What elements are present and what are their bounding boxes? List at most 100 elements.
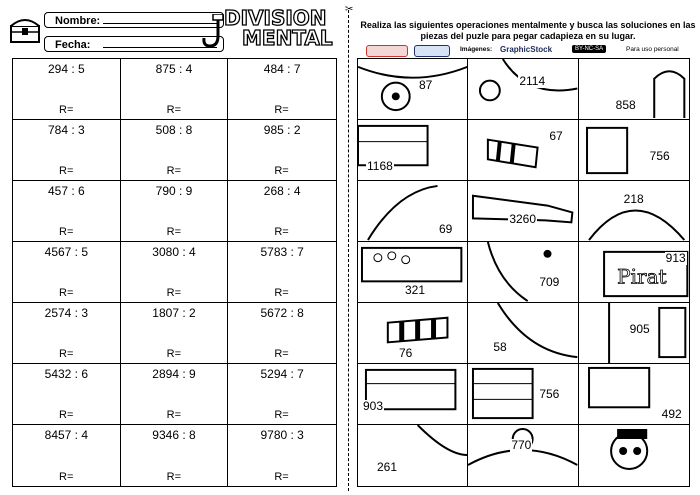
piece-value: 2114 <box>518 74 547 88</box>
puzzle-piece[interactable]: 1168 <box>358 120 469 181</box>
piece-value: 492 <box>660 407 683 421</box>
result-label[interactable]: R= <box>166 226 182 238</box>
worksheet-header: Nombre: Fecha: <box>4 6 342 56</box>
bottle-icon <box>472 194 574 224</box>
result-label[interactable]: R= <box>166 348 182 360</box>
operation-expression: 9780 : 3 <box>260 428 304 442</box>
operation-expression: 2574 : 3 <box>44 306 89 320</box>
striped-sleeve-icon <box>487 138 539 169</box>
result-label[interactable]: R= <box>59 104 74 116</box>
pirate-flag-icon: Pirat <box>602 250 688 298</box>
result-label[interactable]: R= <box>274 226 289 238</box>
result-label[interactable]: R= <box>59 226 74 238</box>
svg-text:Pirat: Pirat <box>617 265 667 288</box>
date-field[interactable]: Fecha: <box>44 36 224 52</box>
cut-line <box>348 10 349 491</box>
operation-expression: 294 : 5 <box>47 62 85 76</box>
operation-expression: 985 : 2 <box>263 123 301 137</box>
puzzle-piece[interactable]: Pirat 913 <box>578 242 689 303</box>
puzzle-piece[interactable]: 2114 <box>468 59 579 120</box>
result-label[interactable]: R= <box>59 165 74 177</box>
result-label[interactable]: R= <box>166 471 182 483</box>
puzzle-piece[interactable]: 770 <box>468 425 579 486</box>
name-field[interactable]: Nombre: <box>44 12 224 28</box>
flag-pole-icon <box>607 303 686 363</box>
piece-value: 905 <box>628 322 651 336</box>
result-label[interactable]: R= <box>59 348 74 360</box>
operation-cell: 4567 : 5 R= <box>13 242 121 303</box>
barrel-icon <box>587 209 685 241</box>
date-label: Fecha: <box>55 39 91 51</box>
puzzle-piece[interactable]: 69 <box>358 181 469 242</box>
chest-side-icon <box>585 126 628 175</box>
result-label[interactable]: R= <box>274 409 289 421</box>
puzzle-piece[interactable]: 709 <box>468 242 579 303</box>
pirate-body-icon <box>487 242 552 302</box>
chest-front-icon <box>364 368 457 411</box>
puzzle-piece[interactable]: 492 <box>578 364 689 425</box>
piece-value: 218 <box>622 192 645 206</box>
operation-expression: 508 : 8 <box>155 123 193 137</box>
operation-expression: 484 : 7 <box>263 62 301 76</box>
puzzle-piece[interactable]: 903 <box>358 364 469 425</box>
puzzle-piece[interactable]: 3260 <box>468 181 579 242</box>
result-label[interactable]: R= <box>59 287 74 299</box>
puzzle-piece[interactable]: 58 <box>468 303 579 364</box>
sand-curve-icon <box>416 425 468 456</box>
operation-cell: 784 : 3 R= <box>13 120 121 181</box>
operation-cell: 875 : 4 R= <box>120 59 229 120</box>
puzzle-piece[interactable] <box>579 425 689 486</box>
result-label[interactable]: R= <box>166 409 182 421</box>
operation-cell: 3080 : 4 R= <box>120 242 229 303</box>
operation-cell: 294 : 5 R= <box>13 59 121 120</box>
puzzle-piece[interactable]: 67 <box>468 120 579 181</box>
operation-expression: 790 : 9 <box>155 184 193 198</box>
operation-expression: 784 : 3 <box>47 123 85 137</box>
puzzle-piece[interactable]: 87 <box>358 59 469 120</box>
images-label: Imágenes: <box>460 46 493 53</box>
operation-expression: 8457 : 4 <box>44 428 89 442</box>
piece-value: 858 <box>614 98 637 112</box>
sail-icon <box>497 303 578 359</box>
operation-expression: 5432 : 6 <box>44 367 89 381</box>
puzzle-piece[interactable]: 756 <box>468 364 579 425</box>
planks-icon <box>472 367 534 420</box>
result-label[interactable]: R= <box>274 165 289 177</box>
result-label[interactable]: R= <box>274 348 289 360</box>
operation-cell: 985 : 2 R= <box>228 120 336 181</box>
operation-expression: 875 : 4 <box>155 62 193 76</box>
piece-value: 67 <box>548 129 564 143</box>
result-label[interactable]: R= <box>166 165 182 177</box>
operation-expression: 4567 : 5 <box>44 245 89 259</box>
sail-curve-icon <box>367 184 438 241</box>
operation-expression: 9346 : 8 <box>152 428 196 442</box>
operation-expression: 3080 : 4 <box>152 245 196 259</box>
piece-value: 756 <box>648 149 671 163</box>
result-label[interactable]: R= <box>59 409 74 421</box>
puzzle-piece[interactable]: 905 <box>578 303 689 364</box>
result-label[interactable]: R= <box>166 287 182 299</box>
instructions-text: Realiza las siguientes operaciones menta… <box>360 20 696 41</box>
result-label[interactable]: R= <box>59 471 74 483</box>
operation-cell: 484 : 7 R= <box>228 59 336 120</box>
scissors-icon: ✂ <box>345 4 354 15</box>
puzzle-grid: 87 2114 858 1168 67 756 69 3260 218 321 … <box>357 58 690 487</box>
puzzle-piece[interactable]: 858 <box>578 59 689 120</box>
credits-bar: Imágenes: GraphicStock BY-NC-SA Para uso… <box>358 44 698 58</box>
result-label[interactable]: R= <box>274 104 289 116</box>
brand-logo-icon <box>366 45 408 57</box>
puzzle-piece[interactable]: 218 <box>578 181 689 242</box>
puzzle-piece[interactable]: 76 <box>358 303 469 364</box>
result-label[interactable]: R= <box>274 287 289 299</box>
puzzle-piece[interactable]: 261 <box>358 425 469 486</box>
ship-wheel-bottom-icon <box>468 428 578 466</box>
graphicstock-label: GraphicStock <box>500 45 553 54</box>
puzzle-piece[interactable]: 756 <box>578 120 689 181</box>
usage-label: Para uso personal <box>626 46 679 53</box>
puzzle-piece[interactable]: 321 <box>358 242 469 303</box>
result-label[interactable]: R= <box>274 471 289 483</box>
piece-value: 1168 <box>366 159 394 173</box>
result-label[interactable]: R= <box>166 104 182 116</box>
